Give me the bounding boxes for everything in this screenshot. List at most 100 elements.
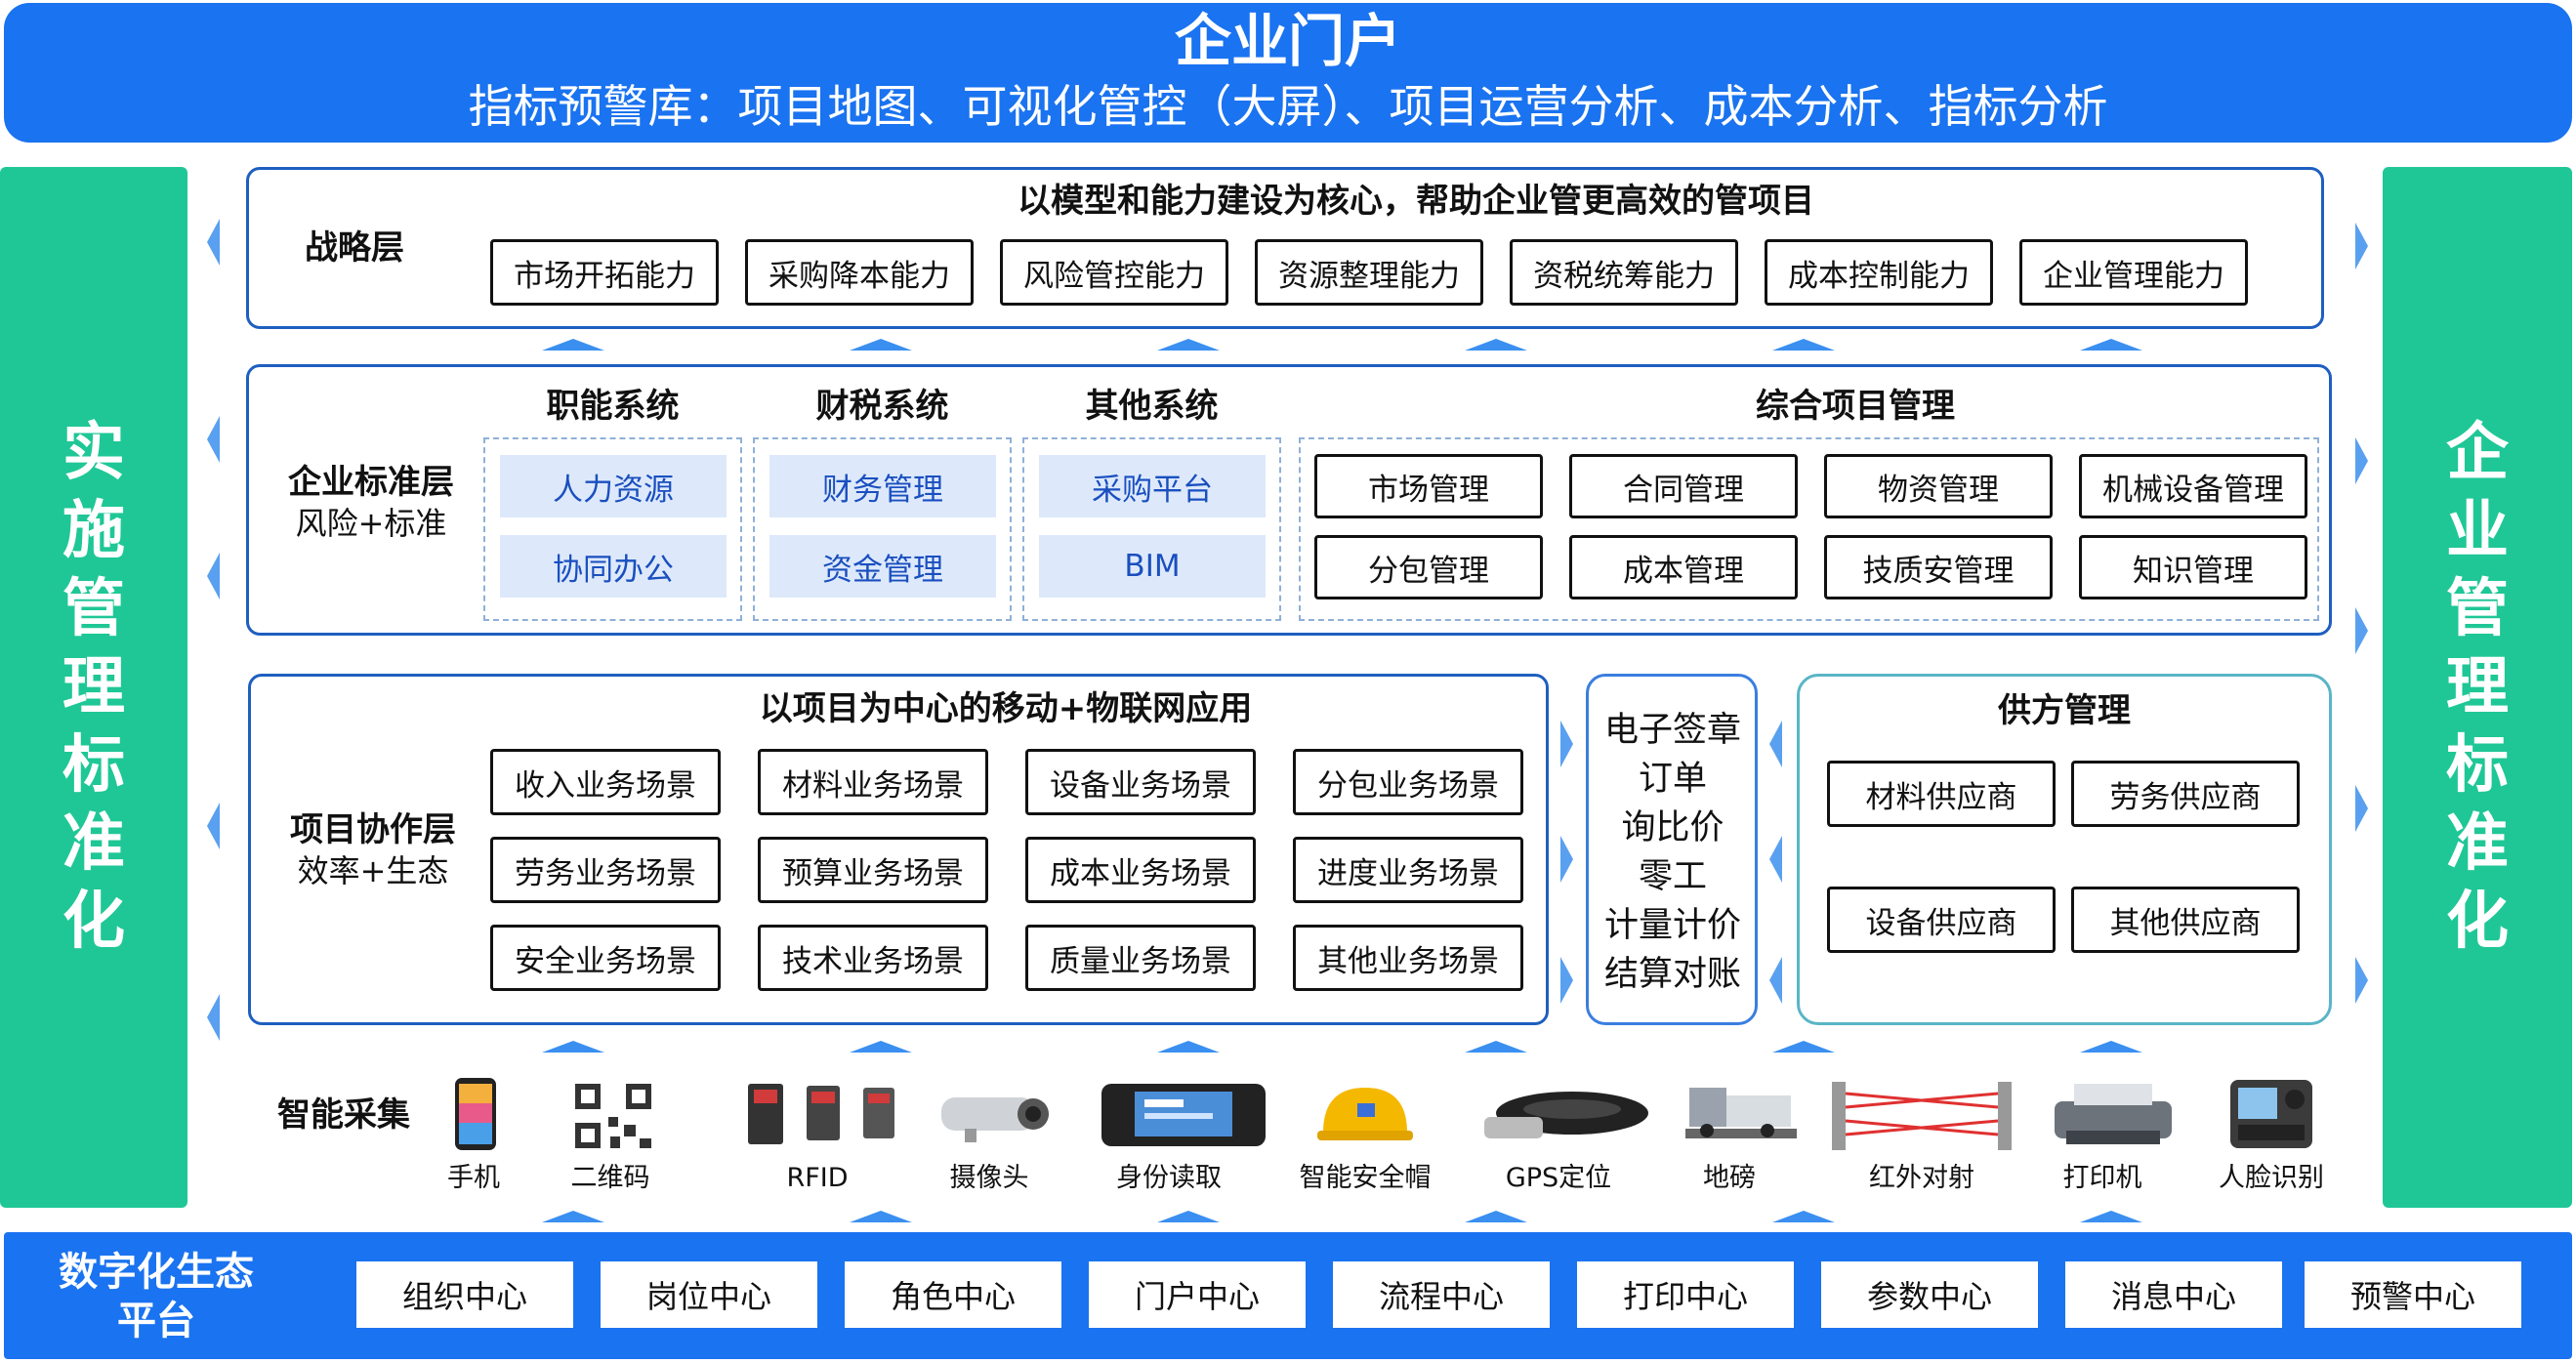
system-item: 协同办公: [500, 535, 727, 598]
right-arrow-icon: [1560, 836, 1573, 883]
truck-scale-icon: [1685, 1088, 1797, 1138]
left-bar-char: 化: [62, 886, 125, 958]
up-arrow-icon: [1772, 1211, 1835, 1222]
right-bar-char: 管: [2446, 573, 2509, 645]
up-arrow-icon: [2080, 1041, 2142, 1053]
up-arrow-icon: [542, 339, 604, 351]
group-title-other: 其他系统: [1085, 387, 1219, 426]
up-arrow-icon: [1772, 1041, 1835, 1053]
transaction-list-panel: [1586, 674, 1758, 1025]
scenario-item: 材料业务场景: [758, 749, 988, 815]
device-label: 身份读取: [1116, 1163, 1222, 1193]
group-title-finance: 财税系统: [815, 387, 949, 426]
transaction-item: 零工: [1638, 857, 1707, 896]
device-label: 打印机: [2062, 1163, 2142, 1193]
digital-platform-label: 数字化生态 平台: [20, 1248, 293, 1345]
device-label: 摄像头: [949, 1163, 1029, 1193]
enterprise-portal-banner: 企业门户 指标预警库：项目地图、可视化管控（大屏）、项目运营分析、成本分析、指标…: [4, 3, 2572, 143]
platform-center-item: 门户中心: [1089, 1261, 1306, 1328]
up-arrow-icon: [850, 339, 912, 351]
right-bar-char: 企: [2446, 417, 2509, 489]
smart-collection-label: 智能采集: [277, 1095, 410, 1135]
platform-center-item: 打印中心: [1577, 1261, 1794, 1328]
project-mgmt-item: 知识管理: [2079, 535, 2307, 599]
system-item: 采购平台: [1039, 455, 1266, 517]
platform-center-item: 角色中心: [845, 1261, 1061, 1328]
system-item: 财务管理: [769, 455, 996, 517]
supplier-item: 设备供应商: [1827, 887, 2056, 953]
project-mgmt-item: 物资管理: [1824, 454, 2053, 518]
right-arrow-icon: [2355, 785, 2368, 832]
left-arrow-icon: [1769, 836, 1782, 883]
right-arrow-icon: [2355, 437, 2368, 484]
platform-center-item: 组织中心: [356, 1261, 573, 1328]
strategy-layer-title: 以模型和能力建设为核心，帮助企业管更高效的管项目: [1018, 182, 1814, 221]
up-arrow-icon: [850, 1211, 912, 1222]
scenario-item: 设备业务场景: [1025, 749, 1256, 815]
strategy-item: 风险管控能力: [1000, 239, 1228, 306]
project-mgmt-item: 合同管理: [1569, 454, 1798, 518]
left-bar-char: 理: [62, 651, 125, 723]
left-bar-char: 准: [62, 807, 125, 880]
group-title-project-mgmt: 综合项目管理: [1756, 387, 1955, 426]
project-mgmt-item: 技质安管理: [1824, 535, 2053, 599]
scenario-item: 质量业务场景: [1025, 925, 1256, 991]
scenario-item: 技术业务场景: [758, 925, 988, 991]
supplier-item: 材料供应商: [1827, 761, 2056, 827]
supplier-item: 其他供应商: [2071, 887, 2300, 953]
left-bar-char: 标: [62, 729, 125, 802]
device-label: GPS定位: [1505, 1163, 1612, 1193]
up-arrow-icon: [542, 1041, 604, 1053]
scenario-item: 成本业务场景: [1025, 837, 1256, 903]
id-reader-icon: [1101, 1084, 1266, 1146]
up-arrow-icon: [1465, 339, 1527, 351]
printer-icon: [2055, 1084, 2172, 1144]
scenario-item: 进度业务场景: [1293, 837, 1523, 903]
up-arrow-icon: [1157, 1041, 1220, 1053]
system-item: 人力资源: [500, 455, 727, 517]
system-item: BIM: [1039, 535, 1266, 598]
up-arrow-icon: [2080, 339, 2142, 351]
supplier-mgmt-title: 供方管理: [1998, 691, 2131, 730]
strategy-item: 企业管理能力: [2019, 239, 2248, 306]
device-label: 手机: [447, 1163, 500, 1193]
up-arrow-icon: [850, 1041, 912, 1053]
device-label: 红外对射: [1869, 1163, 1974, 1193]
right-standardization-bar: 企 业 管 理 标 准 化: [2383, 167, 2572, 1208]
device-label: 二维码: [570, 1163, 650, 1193]
right-bar-char: 业: [2446, 495, 2509, 567]
strategy-item: 资税统筹能力: [1510, 239, 1738, 306]
scenario-item: 分包业务场景: [1293, 749, 1523, 815]
left-arrow-icon: [1769, 721, 1782, 767]
right-bar-char: 标: [2446, 729, 2509, 802]
strategy-layer-label: 战略层: [305, 228, 404, 268]
infrared-beam-icon: [1832, 1082, 2012, 1150]
collab-layer-title: 以项目为中心的移动+物联网应用: [759, 689, 1253, 728]
platform-center-item: 流程中心: [1333, 1261, 1550, 1328]
platform-center-item: 岗位中心: [601, 1261, 817, 1328]
left-arrow-icon: [207, 553, 220, 599]
up-arrow-icon: [1465, 1041, 1527, 1053]
camera-icon: [941, 1097, 1049, 1142]
platform-center-item: 消息中心: [2065, 1261, 2282, 1328]
left-arrow-icon: [207, 219, 220, 266]
functional-system-group: [483, 437, 742, 621]
platform-center-item: 预警中心: [2305, 1261, 2521, 1328]
device-label: 人脸识别: [2219, 1163, 2324, 1193]
device-label: 智能安全帽: [1299, 1163, 1432, 1193]
up-arrow-icon: [1772, 339, 1835, 351]
strategy-item: 市场开拓能力: [490, 239, 719, 306]
digital-platform-label-line1: 数字化生态: [59, 1250, 254, 1295]
project-mgmt-item: 成本管理: [1569, 535, 1798, 599]
platform-center-item: 参数中心: [1821, 1261, 2038, 1328]
transaction-item: 结算对账: [1603, 955, 1741, 994]
strategy-item: 采购降本能力: [745, 239, 974, 306]
transaction-item: 计量计价: [1603, 906, 1741, 945]
right-arrow-icon: [2355, 607, 2368, 654]
right-bar-char: 理: [2446, 651, 2509, 723]
up-arrow-icon: [1465, 1211, 1527, 1222]
device-label: 地磅: [1703, 1163, 1756, 1193]
system-item: 资金管理: [769, 535, 996, 598]
left-bar-char: 实: [62, 417, 125, 489]
portal-title: 企业门户: [1174, 8, 1401, 74]
